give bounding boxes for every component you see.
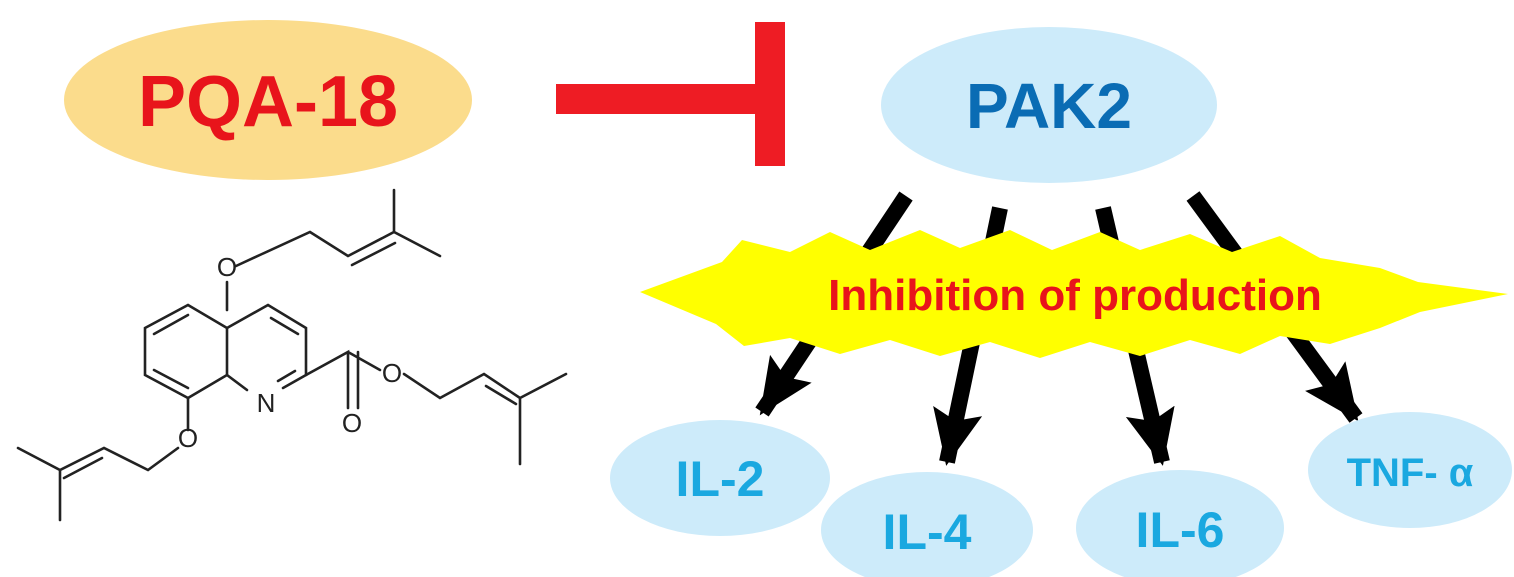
drug-label: PQA-18 [138, 62, 398, 142]
cytokine-ellipse [821, 472, 1033, 577]
ring-inner-bonds [152, 313, 300, 390]
cytokine-ellipse [1308, 412, 1512, 528]
cytokine-il4: IL-4 [821, 472, 1033, 577]
effect-label: Inhibition of production [828, 271, 1322, 320]
target-label: PAK2 [966, 70, 1132, 142]
ester-prenyl-double-bond [484, 384, 518, 406]
top-prenyl-double-bond [350, 241, 397, 267]
chemical-atoms: O N O O O [178, 252, 402, 453]
ring-left [143, 303, 229, 400]
target-ellipse [881, 27, 1217, 183]
bottom-prenyl-double-bond [62, 456, 104, 480]
bottom-prenyl-chain [16, 396, 190, 522]
atom-oxygen: O [342, 408, 362, 438]
cytokine-il2: IL-2 [610, 420, 830, 536]
atom-oxygen: O [382, 358, 402, 388]
cytokine-label: IL-2 [676, 451, 765, 507]
top-prenyl-chain [225, 188, 442, 312]
ring-right [225, 303, 308, 392]
drug-ellipse [64, 20, 472, 180]
cytokine-label: TNF- α [1347, 451, 1474, 495]
atom-oxygen: O [178, 423, 198, 453]
cytokine-ellipse [610, 420, 830, 536]
ester-group [304, 349, 568, 466]
cytokine-label: IL-4 [883, 504, 972, 560]
effect-burst-shape [640, 230, 1508, 358]
cytokine-tnf: TNF- α [1308, 412, 1512, 528]
effect-burst: Inhibition of production [640, 230, 1508, 358]
cytokine-label: IL-6 [1136, 502, 1225, 558]
target-node: PAK2 [881, 27, 1217, 183]
chemical-structure [16, 188, 568, 522]
cytokine-il6: IL-6 [1076, 470, 1284, 577]
cytokine-ellipse [1076, 470, 1284, 577]
inhibition-symbol [556, 22, 785, 166]
atom-oxygen: O [217, 252, 237, 282]
atom-nitrogen: N [257, 388, 276, 418]
drug-node: PQA-18 [64, 20, 472, 180]
